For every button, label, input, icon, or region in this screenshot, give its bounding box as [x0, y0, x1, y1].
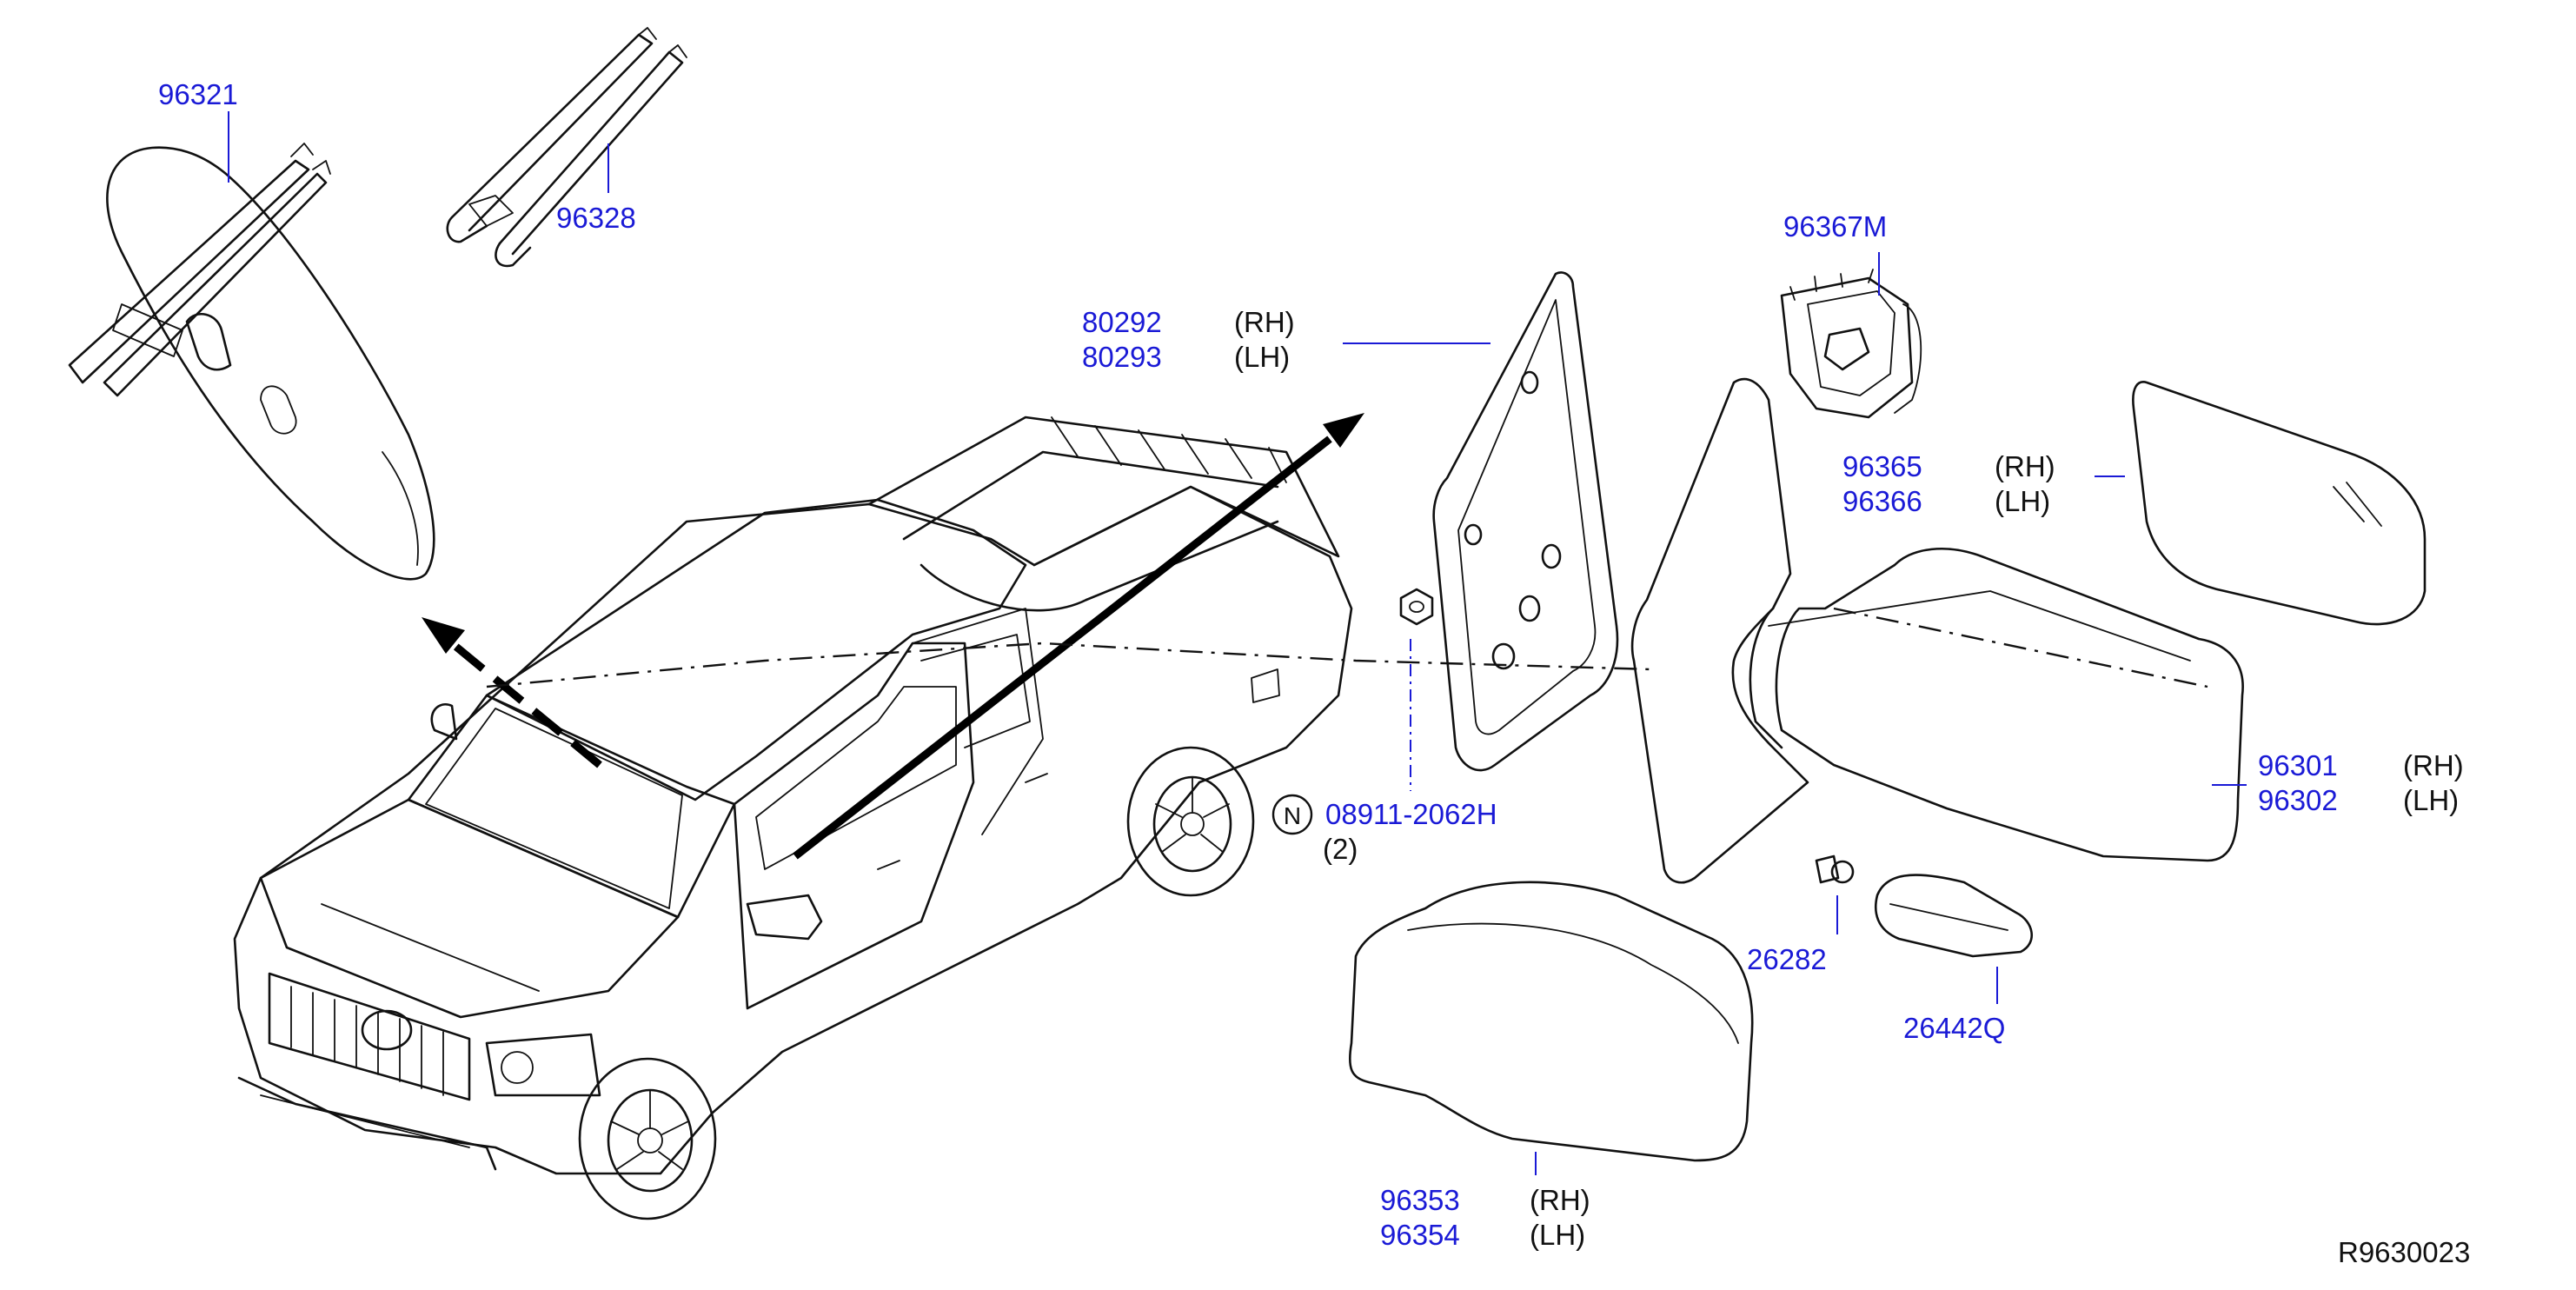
callout-arrows — [422, 413, 1652, 860]
side-label-96353-rh: (RH) — [1530, 1184, 1590, 1216]
turn-lamp-illustration — [1874, 874, 2034, 1004]
truck-illustration — [233, 416, 1353, 1220]
part-label-96366: 96366 — [1842, 485, 1922, 517]
mirror-glass-illustration — [2095, 381, 2427, 626]
part-label-96353: 96353 — [1380, 1184, 1460, 1216]
part-label-96354: 96354 — [1380, 1219, 1460, 1251]
side-label-80292-rh: (RH) — [1234, 306, 1295, 338]
n-badge-letter: N — [1284, 802, 1301, 829]
part-label-08911-2062h: 08911-2062H — [1325, 798, 1497, 830]
part-label-96301: 96301 — [2258, 749, 2338, 781]
side-label-96302-lh: (LH) — [2403, 784, 2459, 816]
outside-mirror-assy-illustration — [1630, 377, 2247, 884]
mirror-cover-illustration — [1348, 881, 1754, 1175]
part-label-80293: 80293 — [1082, 341, 1162, 373]
diagram-code: R9630023 — [2338, 1236, 2470, 1268]
nut-illustration — [1399, 588, 1434, 791]
part-label-96302: 96302 — [2258, 784, 2338, 816]
side-label-96365-rh: (RH) — [1995, 450, 2055, 482]
side-label-80293-lh: (LH) — [1234, 341, 1290, 373]
part-label-96321: 96321 — [158, 78, 238, 110]
n-badge: N — [1271, 794, 1313, 835]
part-label-96365: 96365 — [1842, 450, 1922, 482]
mirror-stay-illustration — [446, 27, 687, 268]
part-label-26282: 26282 — [1747, 943, 1827, 975]
quantity-label-08911: (2) — [1323, 833, 1358, 865]
part-label-96367m: 96367M — [1783, 210, 1887, 243]
actuator-illustration — [1780, 252, 1922, 419]
inside-mirror-illustration — [68, 111, 435, 581]
side-label-96366-lh: (LH) — [1995, 485, 2050, 517]
part-label-96328: 96328 — [556, 202, 636, 234]
side-label-96354-lh: (LH) — [1530, 1219, 1585, 1251]
part-label-26442q: 26442Q — [1903, 1012, 2005, 1044]
bulb-illustration — [1815, 854, 1855, 934]
base-gasket-illustration — [1343, 271, 1619, 772]
part-label-80292: 80292 — [1082, 306, 1162, 338]
side-label-96301-rh: (RH) — [2403, 749, 2464, 781]
